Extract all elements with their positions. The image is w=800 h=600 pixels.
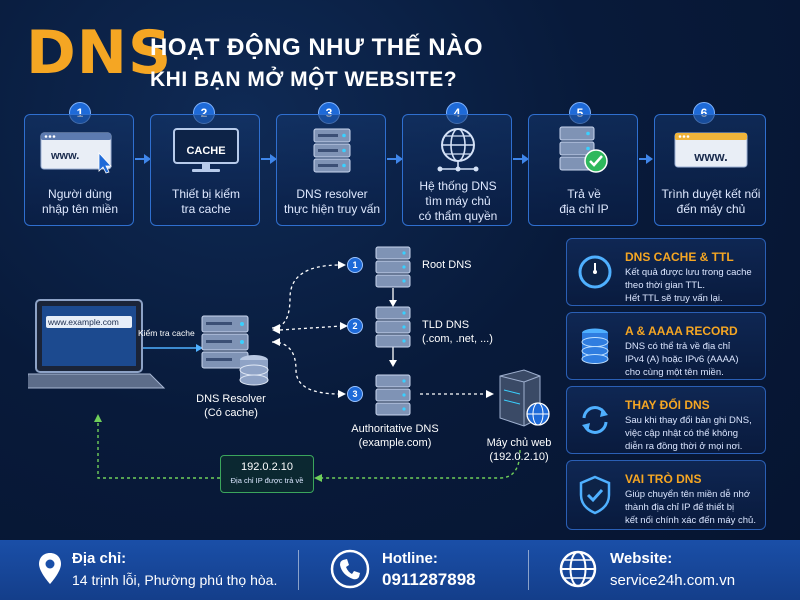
web-server-label: Máy chủ web (192.0.2.10) [486,437,552,463]
footer-bar: Địa chỉ: 14 trịnh lỗi, Phường phú thọ hò… [0,540,800,600]
root-dns-server-icon [375,246,411,288]
step-arrow-5 [639,154,653,164]
step-5-label: Trả về địa chỉ IP [559,187,609,216]
laptop-icon [28,299,166,389]
step-2-label: Thiết bị kiểm tra cache [171,187,241,216]
globe-icon [559,550,597,588]
dns-resolver-icon [201,315,269,386]
footer-address-value: 14 trịnh lỗi, Phường phú thọ hòa. [72,572,278,588]
tld-dns-server-icon [375,306,411,348]
info-card-dns-cache: DNS CACHE & TTL Kết quả được lưu trong c… [566,238,766,306]
refresh-icon [582,406,608,434]
footer-hotline-label: Hotline: [382,550,438,567]
root-dns-label: Root DNS [422,259,472,271]
info-card-text: DNS có thể trả về địa chỉ IPv4 (A) hoặc … [625,341,739,378]
info-card-title: VAI TRÒ DNS [625,472,702,486]
auth-dns-number: 3 [347,386,363,402]
info-card-text: Giúp chuyển tên miền dễ nhớ thành địa ch… [625,489,756,526]
browser-www-icon [674,132,748,168]
database-icon [581,328,609,364]
globe-network-icon [437,128,479,172]
step-2-box: CACHE Thiết bị kiểm tra cache [150,114,260,226]
auth-dns-label: Authoritative DNS (example.com) [351,423,439,449]
step-6-box: www. Trình duyệt kết nối đến máy chủ [654,114,766,226]
step-4-box: Hệ thống DNS tìm máy chủ có thẩm quyền [402,114,512,226]
dns-resolver-label: DNS Resolver (Có cache) [196,393,266,419]
diagram-connectors [94,261,521,482]
returned-ip-box: 192.0.2.10 Địa chỉ IP được trả về [220,455,314,493]
info-card-text: Sau khi thay đổi bản ghi DNS, việc cập n… [625,415,752,452]
step-arrow-4 [513,154,529,164]
footer-divider [298,550,299,590]
location-pin-icon [39,553,61,584]
footer-website-label: Website: [610,550,673,567]
auth-dns-server-icon [375,374,411,416]
server-check-icon [559,126,608,173]
returned-ip-caption: Địa chỉ IP được trả về [230,476,304,485]
timer-icon [578,255,612,289]
step-arrow-2 [261,154,277,164]
footer-divider [528,550,529,590]
info-card-records: A & AAAA RECORD DNS có thể trả về địa ch… [566,312,766,380]
step-6-label: Trình duyệt kết nối đến máy chủ [661,187,761,216]
dns-logo-text: DNS [26,18,173,88]
info-card-dns-role: VAI TRÒ DNS Giúp chuyển tên miền dễ nhớ … [566,460,766,530]
footer-website-value[interactable]: service24h.com.vn [610,572,736,589]
step-4-label: Hệ thống DNS tìm máy chủ có thẩm quyền [418,179,498,223]
footer-address-label: Địa chỉ: [72,550,127,567]
step-arrow-3 [387,154,403,164]
info-card-title: A & AAAA RECORD [625,324,738,338]
step-1-box: www. Người dùng nhập tên miền [24,114,134,226]
returned-ip-value: 192.0.2.10 [241,461,293,473]
check-cache-label: Kiểm tra cache [138,328,195,338]
step-3-label: DNS resolver thực hiện truy vấn [283,187,381,216]
step-6-icon-text: www. [694,149,728,164]
step-5-box: Trả về địa chỉ IP [528,114,638,226]
tld-dns-label: TLD DNS (.com, .net, ...) [422,319,493,345]
step-3-box: DNS resolver thực hiện truy vấn [276,114,386,226]
tld-dns-number: 2 [347,318,363,334]
page-title-line2: KHI BẠN MỞ MỘT WEBSITE? [150,68,458,91]
info-card-title: THAY ĐỔI DNS [625,398,710,412]
step-arrow-1 [135,154,151,164]
monitor-cache-icon [173,128,239,172]
page-title-line1: HOẠT ĐỘNG NHƯ THẾ NÀO [150,34,484,61]
server-stack-icon [313,128,351,173]
info-card-dns-change: THAY ĐỔI DNS Sau khi thay đổi bản ghi DN… [566,386,766,454]
root-dns-number: 1 [347,257,363,273]
shield-check-icon [579,475,611,515]
step-2-icon-text: CACHE [186,145,226,157]
step-1-icon-text: www. [51,150,80,162]
info-card-text: Kết quả được lưu trong cache theo thời g… [625,267,752,304]
step-1-label: Người dùng nhập tên miền [41,187,119,216]
web-server-icon [499,369,550,427]
laptop-url: www.example.com [48,317,119,327]
info-card-title: DNS CACHE & TTL [625,250,734,264]
browser-url-icon [40,132,112,174]
footer-hotline-value[interactable]: 0911287898 [382,570,476,589]
phone-icon [330,549,370,589]
